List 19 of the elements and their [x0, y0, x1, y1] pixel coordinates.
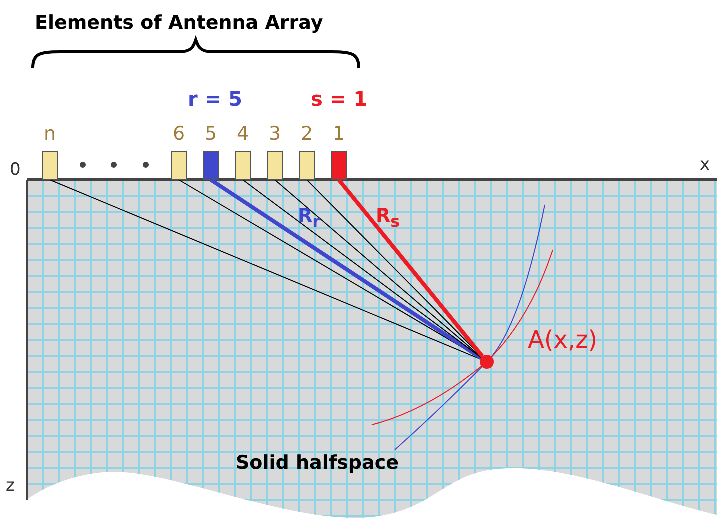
ray-line	[50, 180, 482, 360]
edge-label: R$_{r}$	[298, 205, 320, 231]
element-number: 3	[268, 123, 282, 145]
source-label: s = 1	[311, 87, 368, 111]
edge-label: R$_{s}$	[376, 205, 400, 231]
axis-label: z	[6, 476, 15, 496]
axis-label: 0	[10, 160, 21, 180]
point-label: A(x,z)	[528, 326, 598, 354]
element-number: 2	[300, 123, 314, 145]
element-number: n	[42, 123, 58, 145]
diagram-title: Elements of Antenna Array	[35, 12, 324, 34]
receiver-label: r = 5	[188, 87, 242, 111]
region-label: Solid halfspace	[236, 452, 399, 474]
axis-label: x	[700, 155, 710, 175]
element-number: 6	[172, 123, 186, 145]
element-number: 4	[236, 123, 250, 145]
element-number: 5	[204, 123, 218, 145]
distance-line	[337, 178, 484, 358]
element-number: 1	[332, 123, 346, 145]
